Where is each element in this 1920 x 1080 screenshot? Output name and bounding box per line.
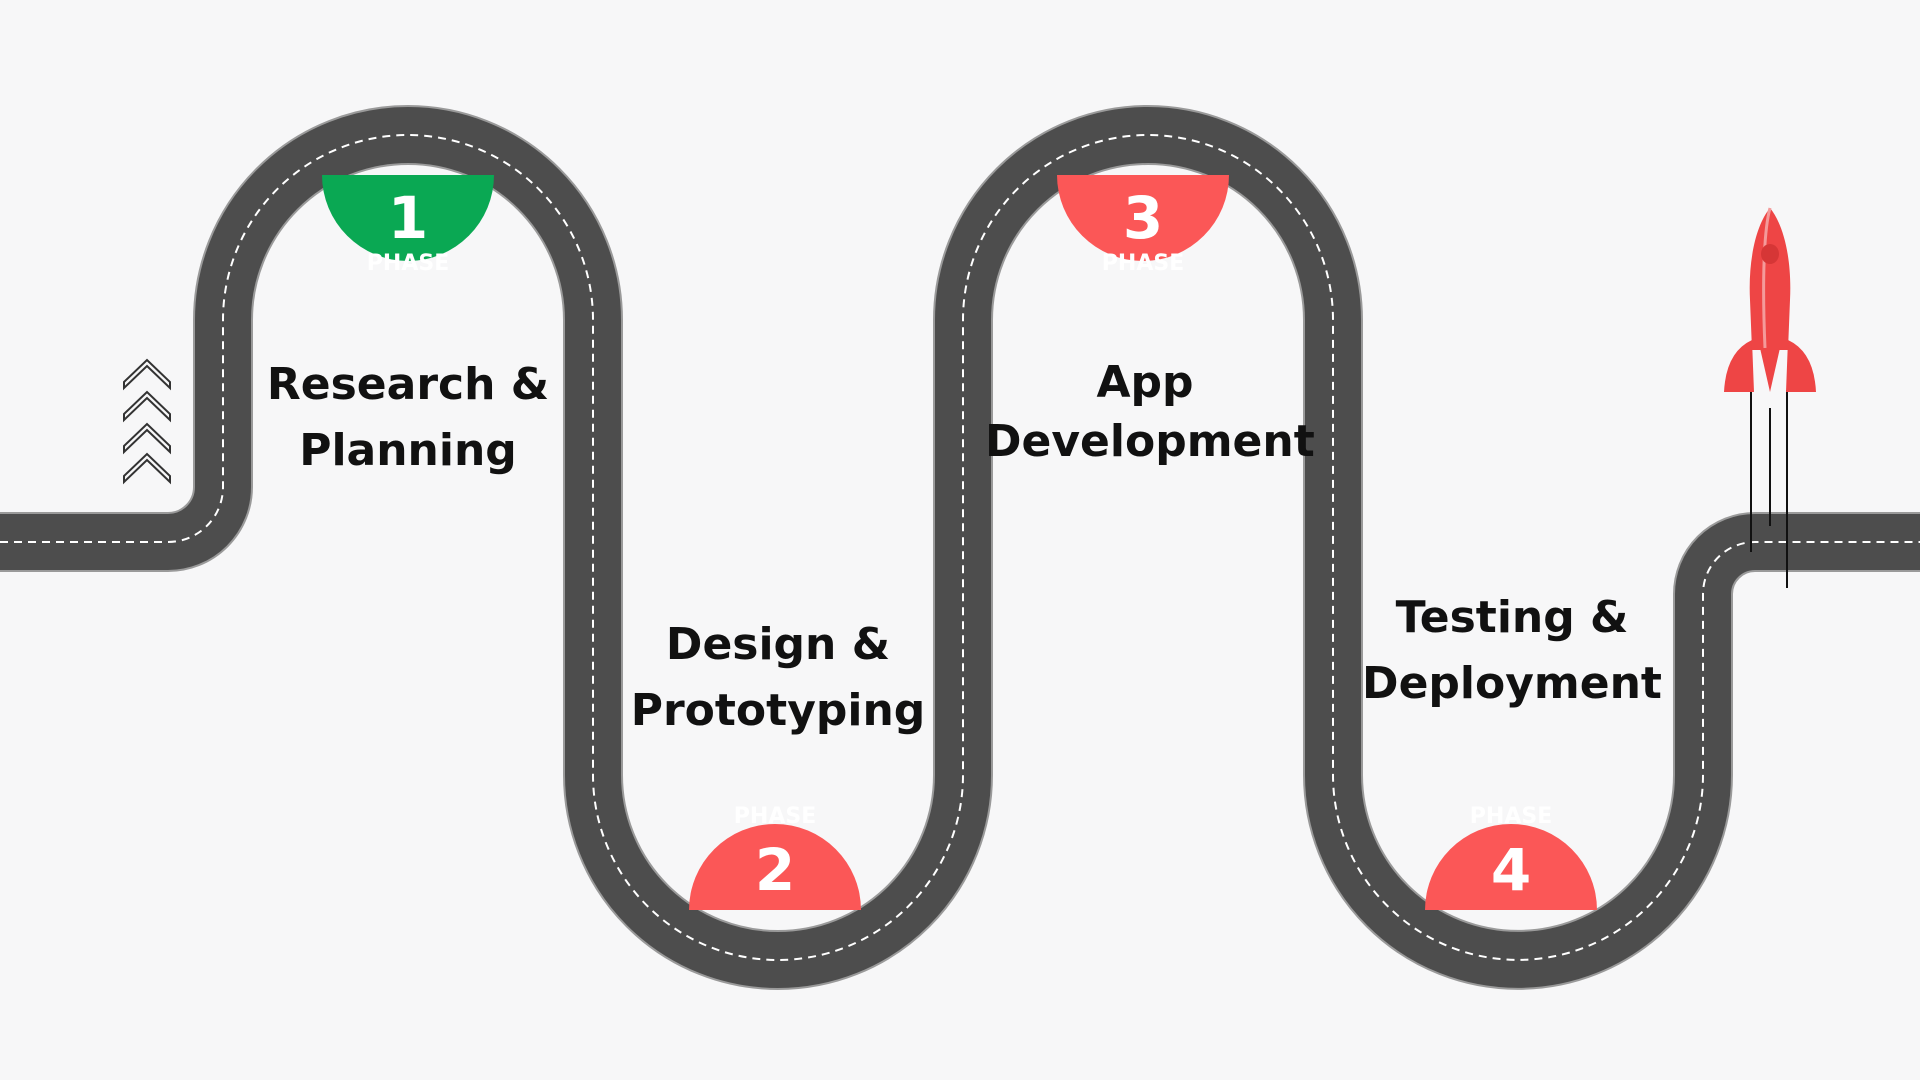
phase-badge-shape	[322, 175, 494, 261]
rocket-trail	[1750, 372, 1788, 588]
phase-number: 2	[755, 836, 795, 904]
phase-badge-1: 1 PHASE	[322, 175, 494, 276]
phase-title-line: Planning	[299, 425, 517, 476]
phase-badge-shape	[1425, 824, 1597, 910]
phase-badge-3: 3 PHASE	[1057, 175, 1229, 276]
road-surface	[0, 107, 1920, 988]
phase-badge-shape	[689, 824, 861, 910]
phase-title-4: Testing & Deployment	[1352, 585, 1672, 717]
chevrons-up-icon	[123, 358, 171, 485]
rocket-icon	[1724, 207, 1816, 588]
phase-title-1: Research & Planning	[258, 352, 558, 484]
phase-word: PHASE	[1102, 251, 1184, 276]
phase-number: 4	[1491, 836, 1531, 904]
phase-title-line: Development	[985, 415, 1315, 467]
winding-road	[0, 105, 1920, 990]
phase-title-line: App	[1096, 357, 1194, 408]
phase-number: 1	[388, 184, 428, 252]
phase-title-line: Testing &	[1395, 592, 1629, 643]
phase-word: PHASE	[734, 804, 816, 829]
phase-badge-shape	[1057, 175, 1229, 261]
phase-title-2: Design & Prototyping	[613, 612, 943, 744]
phase-word: PHASE	[1470, 804, 1552, 829]
phase-title-line: Research &	[266, 359, 550, 410]
phase-word: PHASE	[367, 251, 449, 276]
phase-badge-4: PHASE 4	[1425, 804, 1597, 910]
phase-badge-2: PHASE 2	[689, 804, 861, 910]
phase-number: 3	[1123, 184, 1163, 252]
phase-title-line: Prototyping	[630, 685, 926, 736]
phase-title-3: App Development	[985, 354, 1315, 472]
phase-title-line: Deployment	[1362, 658, 1662, 709]
phase-title-line: Design &	[665, 619, 891, 670]
